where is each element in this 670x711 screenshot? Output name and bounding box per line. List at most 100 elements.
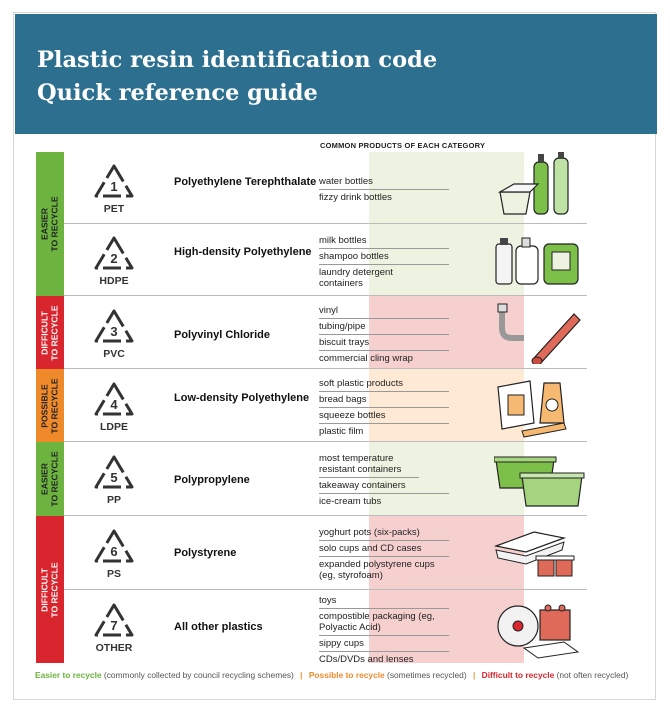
plastic-name: Polystyrene [174, 547, 237, 559]
product-list: yoghurt pots (six-packs) solo cups and C… [319, 525, 449, 583]
product-item: water bottles [319, 174, 449, 190]
resin-row-ldpe: 4 LDPE Low-density Polyethylene soft pla… [64, 369, 587, 442]
resin-code-symbol: 4 LDPE [86, 380, 142, 433]
product-item: vinyl [319, 303, 449, 319]
reference-card: Plastic resin identification code Quick … [13, 12, 657, 700]
resin-abbreviation: PS [106, 568, 121, 580]
resin-code-symbol: 7 OTHER [86, 601, 142, 654]
product-item: milk bottles [319, 233, 449, 249]
product-item: ice-cream tubs [319, 496, 382, 507]
product-item: squeeze bottles [319, 408, 449, 424]
resin-row-pvc: 3 PVC Polyvinyl Chloride vinyl tubing/pi… [64, 296, 587, 369]
recycle-triangle-icon: 4 [94, 382, 134, 416]
resin-code-symbol: 2 HDPE [86, 234, 142, 287]
resin-code-number: 6 [110, 544, 117, 559]
legend-easier-note: (commonly collected by council recycling… [103, 670, 294, 680]
band-label-sub: to recycle [50, 561, 61, 618]
band-label: Possible [40, 383, 51, 428]
plastic-name: Low-density Polyethylene [174, 392, 310, 404]
product-item: tubing/pipe [319, 319, 449, 335]
product-item: laundry detergent containers [319, 267, 393, 289]
product-item: expanded polystyrene cups (eg, styrofoam… [319, 559, 435, 581]
legend: Easier to recycle (commonly collected by… [35, 670, 628, 680]
toys-cd-illustration [497, 604, 580, 659]
resin-code-symbol: 3 PVC [86, 307, 142, 360]
product-list: water bottles fizzy drink bottles [319, 174, 449, 205]
band-label: Easier [40, 208, 51, 241]
recycle-triangle-icon: 7 [94, 603, 134, 637]
product-list: vinyl tubing/pipe biscuit trays commerci… [319, 303, 449, 366]
resin-code-symbol: 6 PS [86, 527, 142, 580]
product-item: yoghurt pots (six-packs) [319, 525, 449, 541]
resin-row-hdpe: 2 HDPE High-density Polyethylene milk bo… [64, 224, 587, 296]
plastic-name: High-density Polyethylene [174, 246, 312, 258]
resin-abbreviation: LDPE [99, 421, 128, 433]
recycle-triangle-icon: 6 [94, 529, 134, 563]
title-line-1: Plastic resin identification code [37, 47, 438, 73]
containers-illustration [495, 237, 579, 285]
resin-code-symbol: 5 PP [86, 453, 142, 506]
band-label: Easier [40, 463, 51, 496]
legend-difficult-note: (not often recycled) [556, 670, 629, 680]
product-item: sippy cups [319, 636, 449, 652]
resin-code-number: 1 [110, 179, 117, 194]
product-list: milk bottles shampoo bottles laundry det… [319, 233, 449, 291]
band-label-sub: to recycle [50, 451, 61, 507]
resin-row-pet: 1 PET Polyethylene Terephthalate water b… [64, 152, 587, 224]
resin-abbreviation: PP [106, 494, 121, 506]
product-item: plastic film [319, 426, 364, 437]
resin-code-number: 7 [110, 618, 117, 633]
resin-code-symbol: 1 PET [86, 162, 142, 215]
plastic-name: All other plastics [174, 621, 263, 633]
band-label-sub: to recycle [50, 196, 61, 252]
product-item: bread bags [319, 392, 449, 408]
resin-abbreviation: HDPE [99, 275, 129, 287]
product-list: toys compostible packaging (eg, Polyacti… [319, 593, 449, 667]
product-item: CDs/DVDs and lenses [319, 654, 414, 665]
page-title: Plastic resin identification code Quick … [37, 44, 437, 110]
product-item: soft plastic products [319, 376, 449, 392]
resin-code-number: 3 [110, 324, 117, 339]
band-label: Difficult [40, 310, 51, 355]
recycle-triangle-icon: 2 [94, 236, 134, 270]
legend-separator: | [300, 670, 303, 680]
tubs-illustration [494, 456, 585, 507]
plastic-name: Polyethylene Terephthalate [174, 176, 317, 188]
resin-row-ps: 6 PS Polystyrene yoghurt pots (six-packs… [64, 516, 587, 590]
resin-abbreviation: OTHER [95, 642, 133, 654]
resin-code-number: 5 [110, 470, 117, 485]
header-banner: Plastic resin identification code Quick … [15, 14, 657, 134]
product-list: soft plastic products bread bags squeeze… [319, 376, 449, 439]
resin-row-pp: 5 PP Polypropylene most temperature resi… [64, 442, 587, 516]
band-label: Difficult [40, 567, 51, 612]
foam-tray-illustration [494, 531, 575, 577]
bottles-illustration [497, 152, 569, 215]
resin-abbreviation: PVC [103, 348, 125, 360]
legend-separator: | [472, 670, 476, 680]
resin-code-number: 4 [110, 397, 118, 412]
legend-possible-label: Possible to recycle [308, 670, 385, 680]
product-item: takeaway containers [319, 478, 449, 494]
bags-illustration [497, 380, 567, 438]
resin-row-other: 7 OTHER All other plastics toys composti… [64, 590, 587, 665]
product-item: shampoo bottles [319, 249, 449, 265]
product-item: compostible packaging (eg, Polyactic Aci… [319, 609, 449, 636]
recycle-triangle-icon: 1 [94, 164, 134, 198]
column-header: COMMON PRODUCTS OF EACH CATEGORY [320, 141, 486, 150]
band-label-sub: to recycle [50, 304, 61, 361]
product-item: fizzy drink bottles [319, 192, 392, 203]
product-item: commercial cling wrap [319, 353, 413, 364]
product-item: most temperature resistant containers [319, 451, 419, 478]
resin-abbreviation: PET [103, 203, 125, 215]
product-list: most temperature resistant containers ta… [319, 451, 449, 509]
recycle-triangle-icon: 5 [94, 455, 134, 489]
legend-possible-note: (sometimes recycled) [387, 670, 467, 680]
pipe-illustration [497, 303, 581, 364]
product-item: solo cups and CD cases [319, 541, 449, 557]
recycle-triangle-icon: 3 [94, 309, 134, 343]
